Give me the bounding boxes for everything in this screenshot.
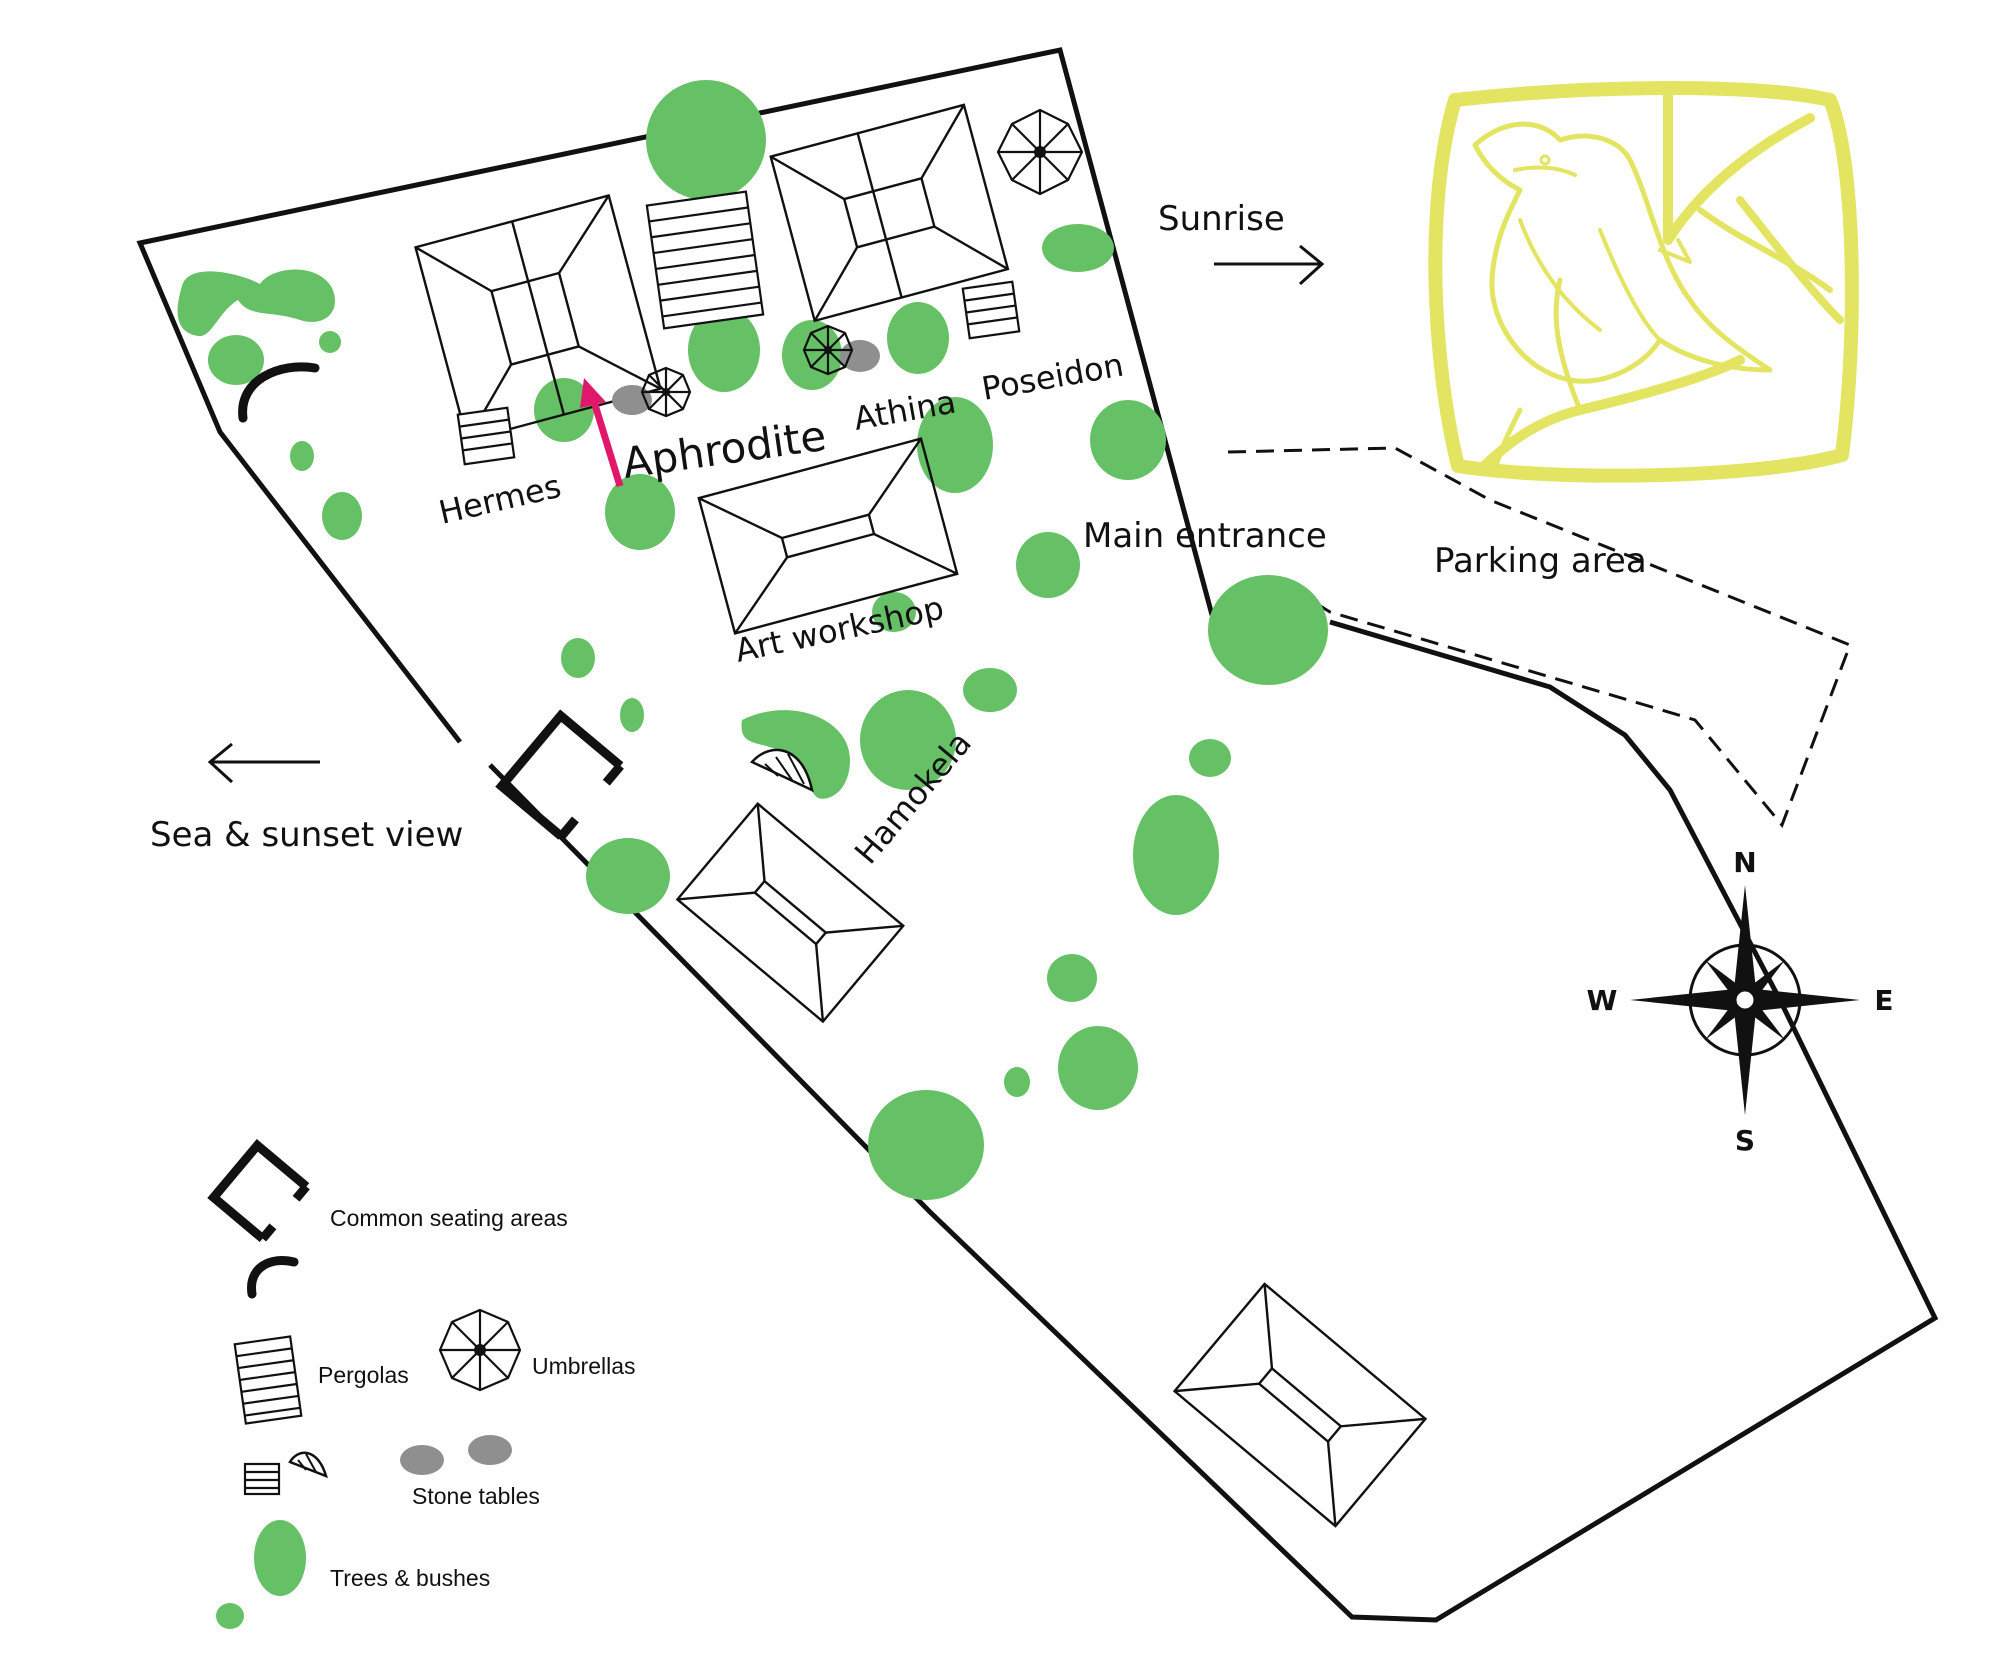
label-poseidon: Poseidon <box>979 346 1127 408</box>
building-south <box>1172 1282 1428 1528</box>
legend-small-pergola-icon <box>243 1462 281 1496</box>
bird-on-branch-logo <box>1428 81 1859 483</box>
legend: Common seating areas Pergolas Umbrellas <box>207 1139 636 1629</box>
trees-and-bushes <box>177 80 1328 1200</box>
hammock-half-icon <box>749 748 814 793</box>
building-athina <box>769 103 1010 323</box>
legend-pergola-icon <box>233 1335 303 1425</box>
pergola-icon <box>456 406 516 466</box>
pergola-icon <box>645 190 765 330</box>
compass-n: N <box>1733 846 1756 879</box>
building-hamokela <box>675 801 905 1024</box>
compass-s: S <box>1735 1124 1755 1157</box>
legend-label-trees: Trees & bushes <box>330 1565 490 1591</box>
label-art-workshop: Art workshop <box>732 589 947 670</box>
legend-label-stone-tables: Stone tables <box>412 1483 540 1509</box>
arrow-right-icon <box>1214 244 1325 286</box>
label-parking-area: Parking area <box>1434 541 1647 581</box>
parking-area-outline <box>1227 446 1852 828</box>
umbrella-icon <box>640 366 692 418</box>
building-hermes <box>414 194 662 442</box>
legend-stone-tables-icon <box>400 1435 512 1475</box>
label-hermes: Hermes <box>435 467 564 532</box>
location-arrow <box>580 378 624 488</box>
building-art-workshop <box>697 437 959 635</box>
umbrella-icon <box>996 108 1084 196</box>
compass-rose-icon: N S W E <box>1587 846 1894 1157</box>
umbrella-icon <box>802 324 854 376</box>
legend-label-seating: Common seating areas <box>330 1205 568 1231</box>
compass-e: E <box>1874 984 1893 1017</box>
label-sunrise: Sunrise <box>1158 199 1285 239</box>
legend-label-pergolas: Pergolas <box>318 1362 409 1388</box>
legend-seating-icon <box>207 1139 310 1243</box>
common-seating-area <box>495 709 624 840</box>
compass-w: W <box>1587 984 1618 1017</box>
label-main-entrance: Main entrance <box>1083 516 1327 556</box>
legend-trees-icon <box>216 1520 306 1629</box>
arrow-left-icon <box>207 742 320 784</box>
legend-umbrella-icon <box>438 1308 522 1392</box>
seating-arc <box>238 362 320 423</box>
legend-label-umbrellas: Umbrellas <box>532 1353 636 1379</box>
legend-hammock-icon <box>288 1451 328 1479</box>
legend-seating-arc-icon <box>247 1256 299 1299</box>
pergola-icon <box>961 280 1021 340</box>
label-aphrodite: Aphrodite <box>620 411 830 488</box>
label-sea-sunset: Sea & sunset view <box>150 815 463 855</box>
